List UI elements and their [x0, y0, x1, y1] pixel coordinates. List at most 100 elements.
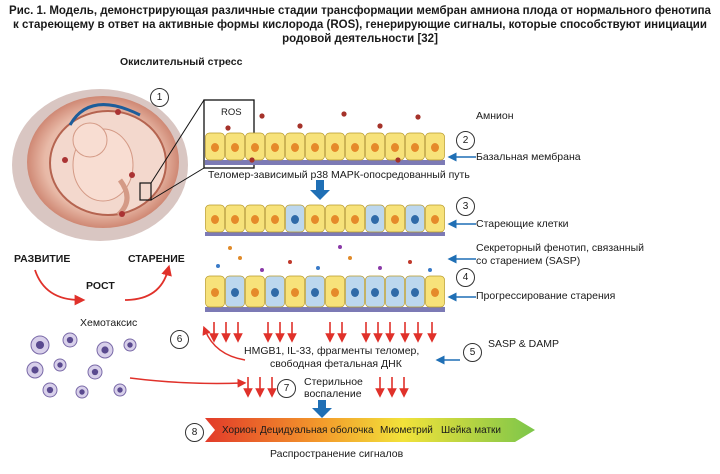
cell-nucleus — [251, 288, 259, 297]
aging-cells-label: Стареющие клетки — [476, 218, 569, 230]
immune-cell-arrow — [129, 377, 247, 388]
cell-nucleus — [431, 143, 439, 152]
sasp-particles — [216, 111, 432, 272]
cell-nucleus — [231, 215, 239, 224]
cell-nucleus — [291, 288, 299, 297]
basal-membrane — [205, 160, 445, 165]
aging-layer — [205, 204, 445, 236]
progression-layer — [205, 275, 445, 312]
cell-nucleus — [311, 143, 319, 152]
sasp-particle — [288, 260, 292, 264]
basal-membrane-2 — [205, 232, 445, 236]
sterile-label-2: воспаление — [304, 388, 362, 400]
immune-cell-nucleus — [101, 346, 109, 354]
red-arrows-row-2 — [243, 377, 409, 398]
ros-particle — [249, 157, 255, 163]
step-6: 6 — [170, 330, 189, 349]
ros-particle — [259, 113, 265, 119]
fetus-head — [72, 122, 108, 158]
immune-cell-nucleus — [31, 366, 39, 374]
sasp-label-1: Секреторный фенотип, связанный — [476, 242, 644, 254]
basal-membrane-label: Базальная мембрана — [476, 151, 581, 163]
hmgb1-label-1: HMGB1, IL-33, фрагменты теломер, — [244, 345, 420, 357]
ros-dot — [62, 157, 68, 163]
aging-label: СТАРЕНИЕ — [128, 253, 185, 265]
sasp-particle — [408, 260, 412, 264]
tissue-myometrium: Миометрий — [380, 425, 433, 436]
development-label: РАЗВИТИЕ — [14, 253, 71, 265]
cell-nucleus — [371, 143, 379, 152]
sasp-particle — [378, 266, 382, 270]
cell-nucleus — [231, 288, 239, 297]
ros-dot — [129, 172, 135, 178]
chemotaxis-arrow — [202, 325, 246, 361]
step-3: 3 — [456, 197, 475, 216]
cell-nucleus — [271, 288, 279, 297]
caption-line-3: родовой деятельности [32] — [282, 33, 438, 45]
red-arrows-row-1 — [209, 322, 437, 343]
cell-nucleus — [251, 215, 259, 224]
p38-pathway-label: Теломер-зависимый p38 МАРК-опосредованны… — [208, 169, 470, 181]
zoom-line — [150, 99, 205, 184]
immune-cell-nucleus — [79, 389, 85, 395]
zoom-box-small — [139, 182, 152, 201]
step-4: 4 — [456, 268, 475, 287]
sasp-particle — [260, 268, 264, 272]
sasp-particle — [348, 256, 352, 260]
cell-nucleus — [371, 288, 379, 297]
down-arrow-p38 — [310, 180, 330, 200]
cell-nucleus — [351, 288, 359, 297]
amnion-label: Амнион — [476, 110, 514, 122]
cell-nucleus — [311, 215, 319, 224]
caption-line-2: к стареющему в ответ на активные формы к… — [13, 19, 707, 31]
cell-nucleus — [371, 215, 379, 224]
tissue-chorion: Хорион — [222, 425, 257, 436]
cell-nucleus — [231, 143, 239, 152]
cell-nucleus — [331, 143, 339, 152]
cell-nucleus — [211, 215, 219, 224]
cell-nucleus — [411, 288, 419, 297]
cycle-arrow-right — [124, 264, 172, 301]
ros-dot — [119, 211, 125, 217]
figure-caption: Рис. 1. Модель, демонстрирующая различны… — [0, 4, 720, 46]
ros-particle — [341, 111, 347, 117]
tissue-cervix: Шейка матки — [441, 425, 502, 436]
sasp-particle — [216, 264, 220, 268]
hmgb1-label-2: свободная фетальная ДНК — [270, 358, 402, 370]
sasp-particle — [238, 256, 242, 260]
basal-membrane-3 — [205, 307, 445, 312]
sasp-label-2: со старением (SASP) — [476, 255, 581, 267]
step-8: 8 — [185, 423, 204, 442]
cell-nucleus — [331, 215, 339, 224]
immune-cells — [26, 332, 137, 399]
ros-particle — [225, 125, 231, 131]
immune-cell-nucleus — [117, 387, 123, 393]
cell-nucleus — [431, 215, 439, 224]
cell-nucleus — [391, 215, 399, 224]
immune-cell-nucleus — [46, 386, 54, 394]
ros-particle — [297, 123, 303, 129]
cycle-arrow-left — [34, 269, 86, 306]
cell-nucleus — [411, 143, 419, 152]
cell-nucleus — [351, 215, 359, 224]
sasp-damp-label: SASP & DAMP — [488, 338, 559, 350]
down-arrow-inflammation — [312, 400, 332, 418]
immune-cell-nucleus — [127, 342, 133, 348]
immune-cell-nucleus — [57, 362, 63, 368]
cell-nucleus — [291, 215, 299, 224]
ros-label: ROS — [221, 107, 242, 118]
growth-label: РОСТ — [86, 280, 115, 292]
cell-nucleus — [311, 288, 319, 297]
cell-nucleus — [431, 288, 439, 297]
cell-nucleus — [271, 215, 279, 224]
cell-nucleus — [291, 143, 299, 152]
immune-cell-nucleus — [35, 340, 45, 350]
cell-nucleus — [391, 143, 399, 152]
progression-label: Прогрессирование старения — [476, 290, 616, 302]
sterile-label-1: Стерильное — [304, 376, 363, 388]
ros-particle — [377, 123, 383, 129]
cell-nucleus — [211, 143, 219, 152]
ros-particle — [415, 114, 421, 120]
step-2: 2 — [456, 131, 475, 150]
amnion-layer — [205, 132, 445, 165]
